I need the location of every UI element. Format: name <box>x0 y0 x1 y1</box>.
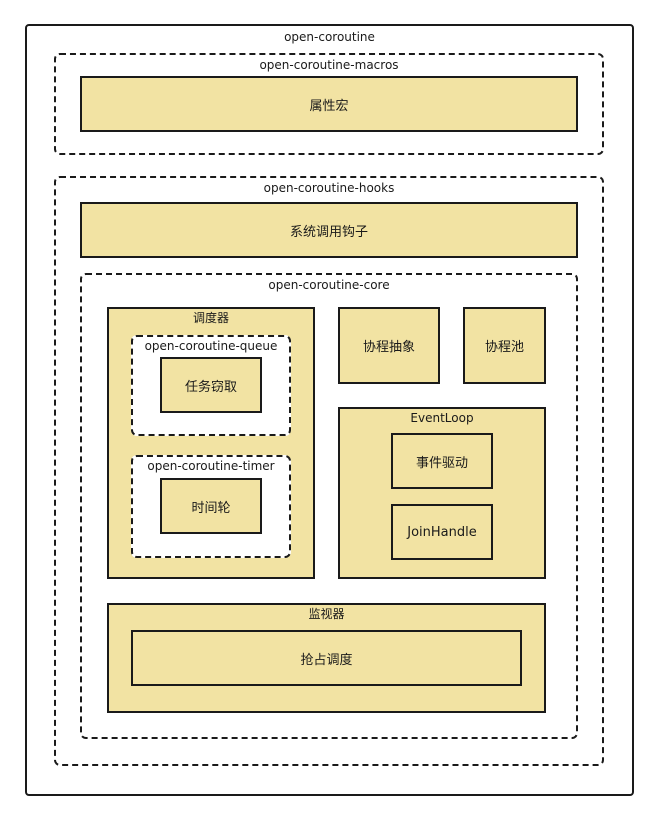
coroutine-abstraction-label: 协程抽象 <box>362 340 415 355</box>
hooks-module: open-coroutine-hooks <box>54 176 604 766</box>
event-driven-label: 事件驱动 <box>415 455 468 471</box>
time-wheel-block: 时间轮 <box>160 478 262 534</box>
syscall-hook-block: 系统调用钩子 <box>80 202 578 258</box>
core-module-title: open-coroutine-core <box>268 278 390 292</box>
time-wheel-label: 时间轮 <box>191 500 231 516</box>
queue-module-title: open-coroutine-queue <box>144 339 278 353</box>
attribute-macro-block: 属性宏 <box>80 76 578 132</box>
timer-module-title: open-coroutine-timer <box>147 459 275 473</box>
monitor-title: 监视器 <box>308 607 345 621</box>
work-stealing-label: 任务窃取 <box>184 379 237 395</box>
open-coroutine-title: open-coroutine <box>284 30 375 44</box>
hooks-module-title: open-coroutine-hooks <box>263 181 395 195</box>
scheduler-title: 调度器 <box>192 311 229 325</box>
work-stealing-block: 任务窃取 <box>160 357 262 413</box>
macros-module: open-coroutine-macros <box>54 53 604 155</box>
coroutine-pool-label: 协程池 <box>484 340 524 355</box>
preemptive-scheduling-block: 抢占调度 <box>131 630 522 686</box>
join-handle-label: JoinHandle <box>407 524 477 540</box>
attribute-macro-label: 属性宏 <box>309 98 349 114</box>
macros-module-title: open-coroutine-macros <box>259 58 399 72</box>
event-loop-title: EventLoop <box>410 411 474 425</box>
coroutine-pool-block: 协程池 <box>463 307 546 384</box>
core-module: open-coroutine-core <box>80 273 578 739</box>
join-handle-block: JoinHandle <box>391 504 493 560</box>
open-coroutine-container: open-coroutine <box>25 24 634 796</box>
preemptive-scheduling-label: 抢占调度 <box>300 652 353 668</box>
event-driven-block: 事件驱动 <box>391 433 493 489</box>
coroutine-abstraction-block: 协程抽象 <box>338 307 440 384</box>
syscall-hook-label: 系统调用钩子 <box>289 224 368 240</box>
